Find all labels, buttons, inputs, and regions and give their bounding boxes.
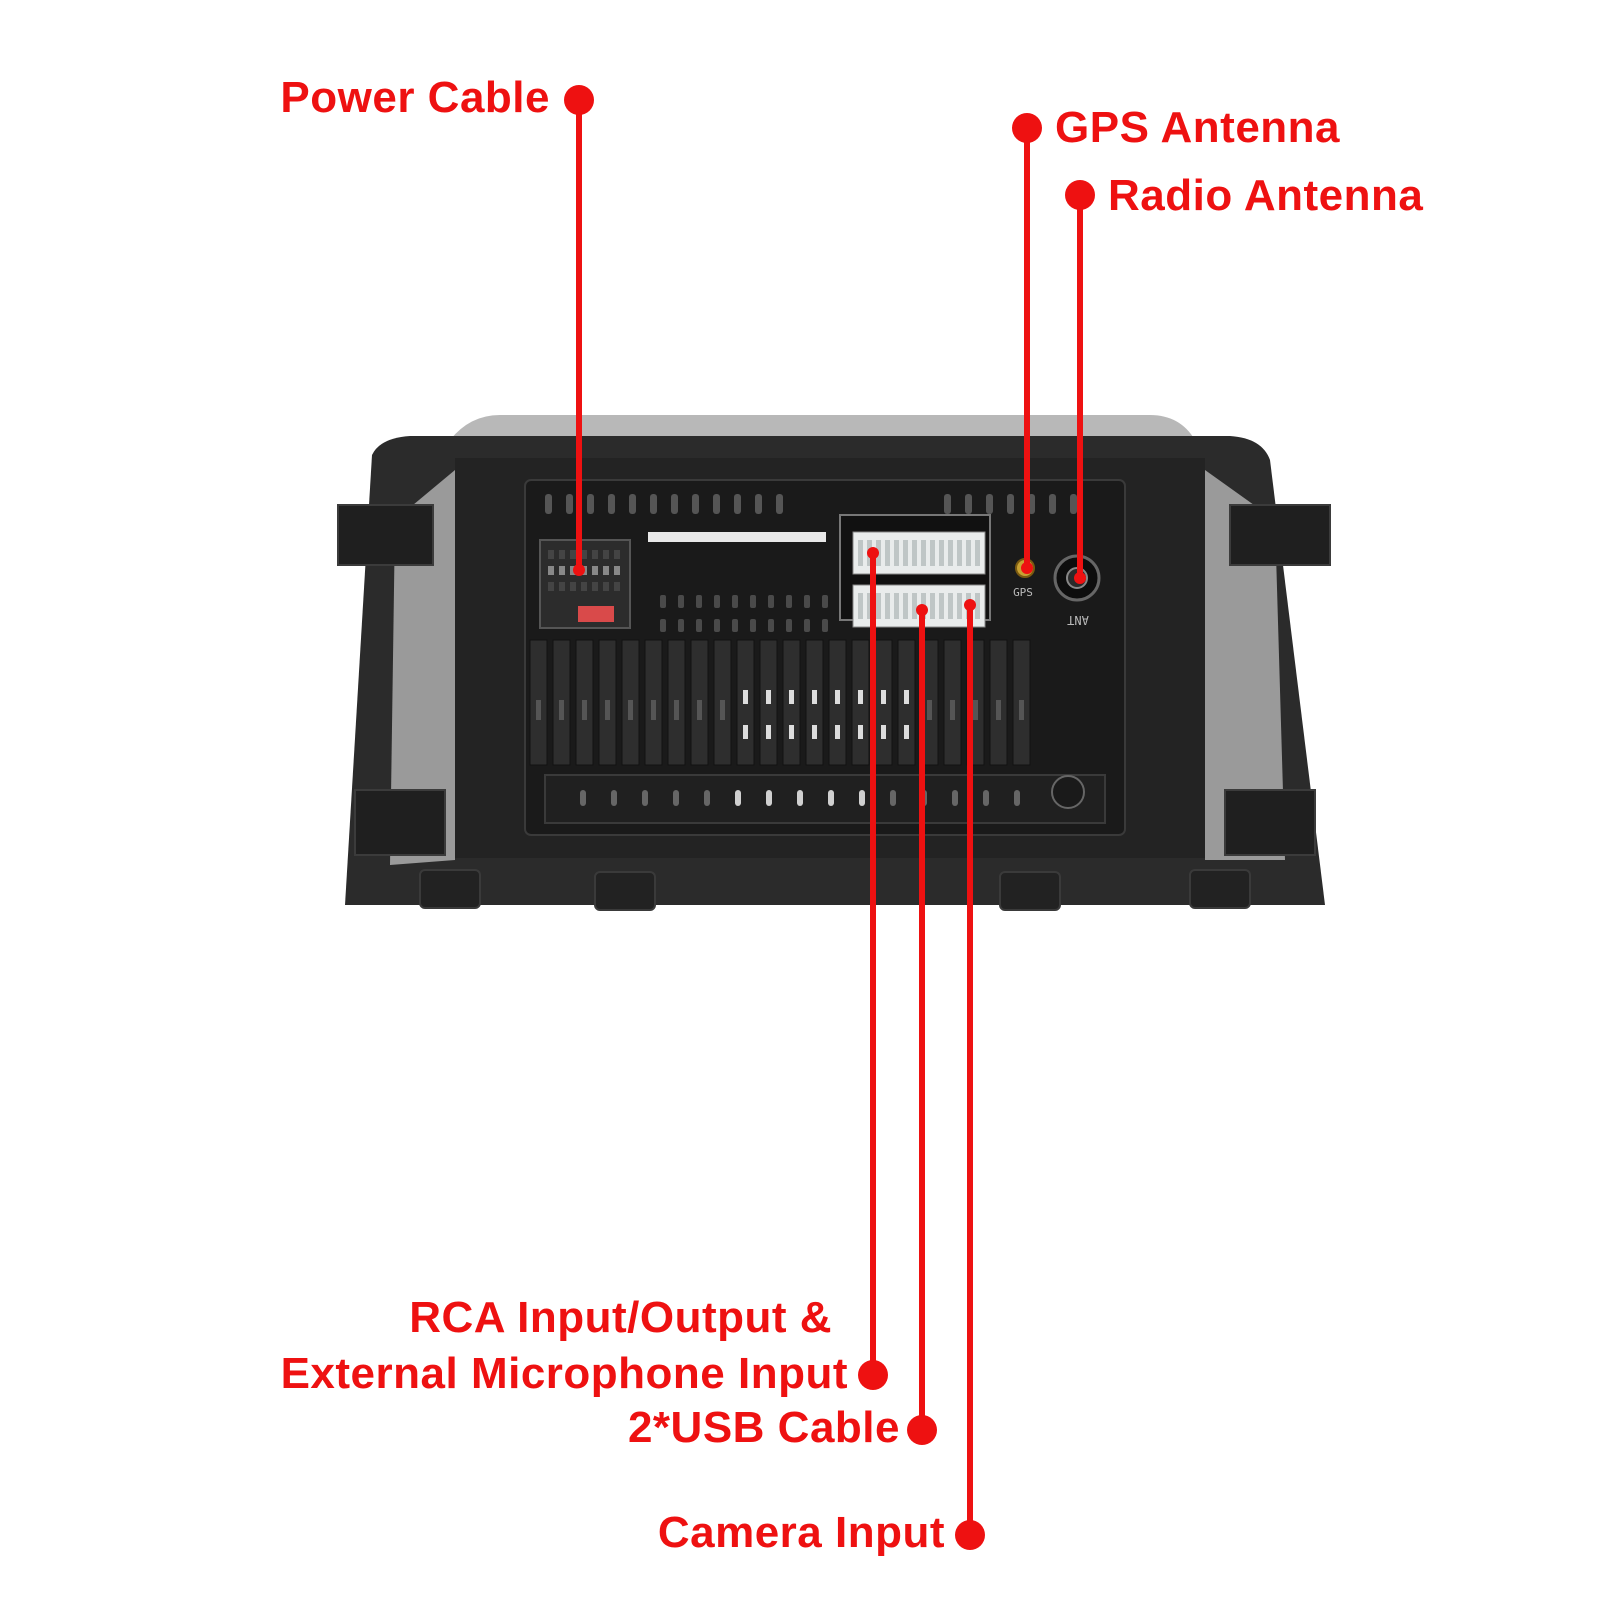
bottom-vent-strip [544,774,1106,824]
rca-label-line2: External Microphone Input [280,1349,848,1398]
unit-left-inner-panel [390,470,455,865]
fuse [578,606,614,622]
rca-label-line1: RCA Input/Output & [409,1293,832,1342]
power-cable-label: Power Cable [280,73,550,122]
middle-vent-grid [660,595,828,632]
left-mount-bracket [337,504,446,856]
heatsink-fins [529,639,1031,766]
radio-antenna-label: Radio Antenna [1108,171,1424,220]
top-vent-slots [545,494,1077,514]
serial-sticker [648,532,826,542]
unit-right-inner-panel [1205,470,1285,860]
usb-dot [907,1415,937,1445]
usb-cable-label: 2*USB Cable [627,1403,900,1452]
callout-leaders [576,97,1083,1538]
radio-antenna-dot [1065,180,1095,210]
rca-dot [858,1360,888,1390]
ant-port-marking: ANT [1067,613,1089,627]
power-cable-dot [564,85,594,115]
camera-input-label: Camera Input [657,1508,945,1557]
right-mount-bracket [1224,504,1331,856]
unit-silver-rim [450,415,1195,440]
camera-dot [955,1520,985,1550]
gps-port-marking: GPS [1013,586,1033,599]
bottom-vent-slots [580,790,1020,806]
bottom-mount-tabs [419,869,1251,911]
callout-dots [564,85,1095,1550]
aux-round-port [1051,775,1085,809]
gps-antenna-dot [1012,113,1042,143]
gps-antenna-label: GPS Antenna [1055,103,1341,152]
